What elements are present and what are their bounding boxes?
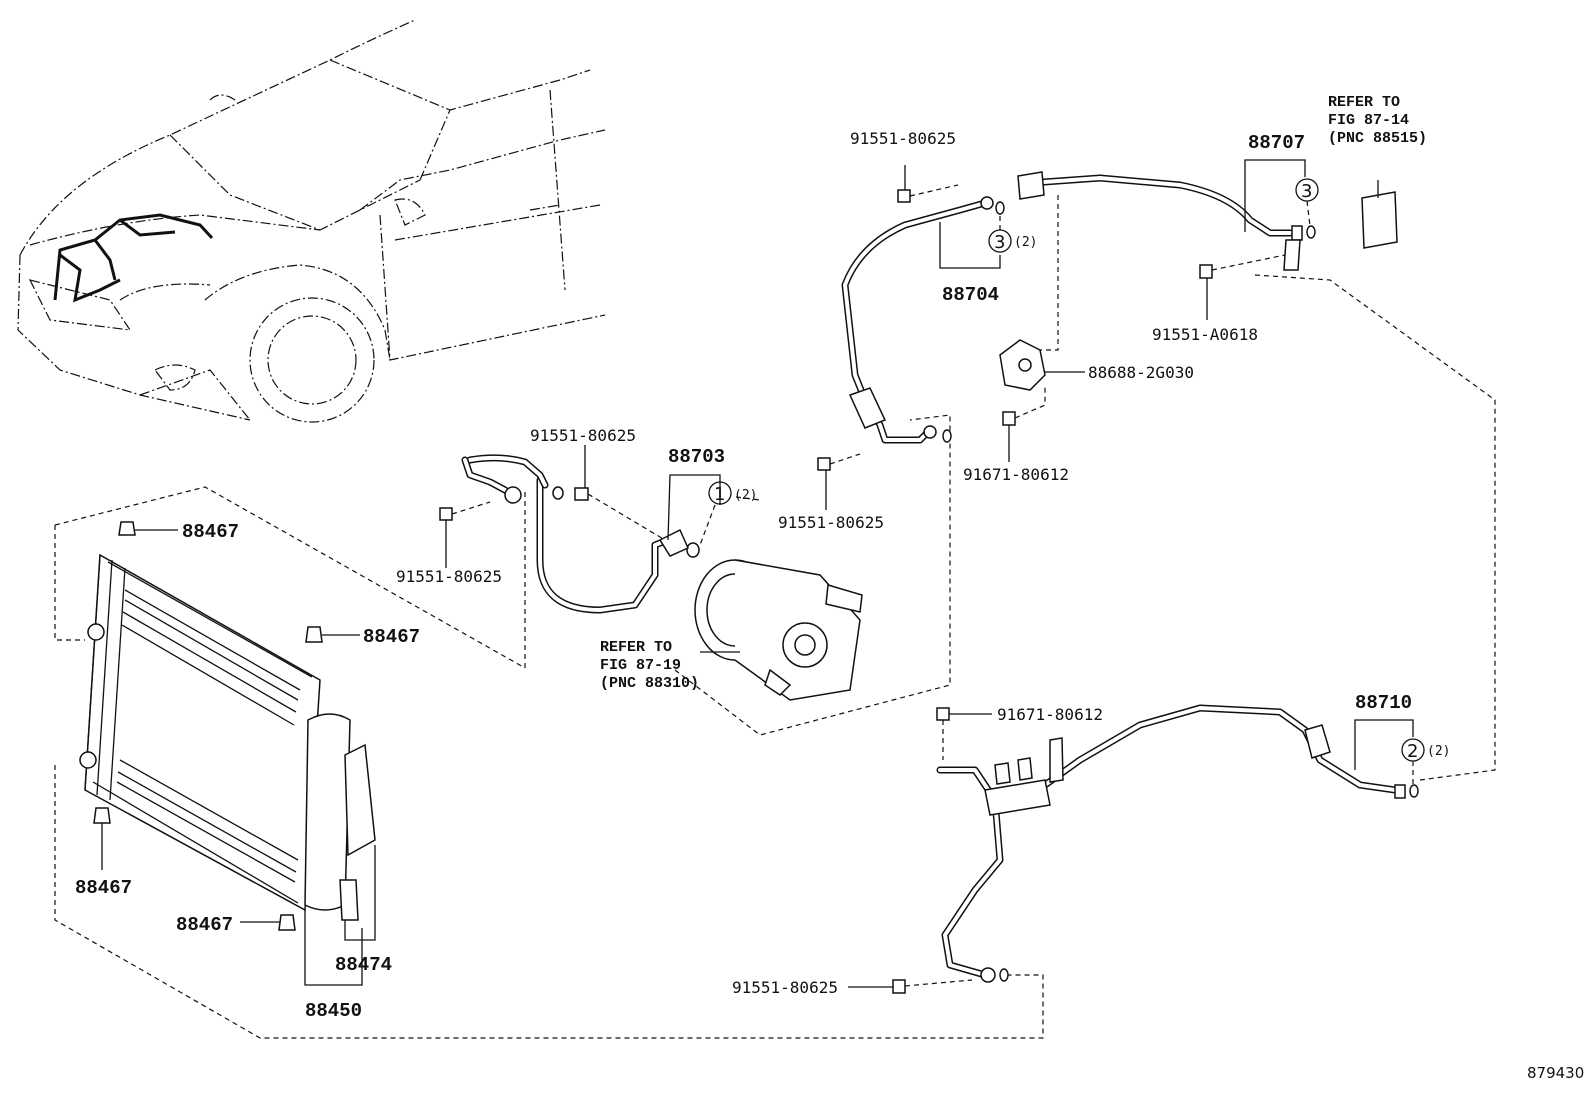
part-labels: 91551-80625 88704 88707 REFER TO FIG 87-…	[75, 94, 1584, 1082]
oring-2-callout: 2	[1407, 741, 1418, 762]
expansion-valve-icon	[1361, 191, 1398, 249]
bolt-a0618-label: 91551-A0618	[1152, 325, 1258, 344]
refer-88310-line3: (PNC 88310)	[600, 675, 699, 692]
receiver-tank	[304, 713, 376, 911]
cushion-bottom-label: 88467	[176, 914, 233, 936]
oring-3a-callout: 3	[994, 232, 1005, 253]
hose-88703-label: 88703	[668, 446, 725, 468]
bolt-88703-top-icon	[574, 487, 589, 501]
bracket-upper-left	[87, 623, 105, 641]
vehicle-outline	[17, 19, 606, 423]
discharge-hose-group	[439, 414, 951, 736]
refer-88515-line2: FIG 87-14	[1328, 112, 1409, 129]
bolt-80612-mid-icon	[936, 707, 950, 721]
suction-hose-group	[841, 165, 1005, 444]
pipe-88710-qty: (2)	[1427, 744, 1450, 759]
cushion-top-icon	[118, 521, 136, 536]
bolt-bottom-label: 91551-80625	[732, 978, 838, 997]
cushion-right-icon	[305, 626, 323, 643]
bolt-80612-mid-label: 91671-80612	[997, 705, 1103, 724]
refer-88515-line3: (PNC 88515)	[1328, 130, 1427, 147]
bolt-88703-left-label: 91551-80625	[396, 567, 502, 586]
bracket-2g030-label: 88688-2G030	[1088, 363, 1194, 382]
oring-3b-callout: 3	[1301, 181, 1312, 202]
hose-88704-label: 88704	[942, 284, 999, 306]
bracket-2g030-group	[999, 339, 1085, 462]
bracket-lower-left	[79, 751, 97, 769]
oring-1-callout: 1	[714, 484, 725, 505]
refer-88310-line2: FIG 87-19	[600, 657, 681, 674]
cushion-top-label: 88467	[182, 521, 239, 543]
condenser-core	[84, 553, 321, 912]
engine-harness	[53, 213, 214, 303]
condenser-group	[54, 486, 1044, 1039]
bolt-bottom-icon	[892, 979, 906, 994]
bolt-compressor-side-icon	[817, 457, 831, 471]
bolt-80612-top-icon	[1002, 411, 1016, 426]
bolt-compressor-side-label: 91551-80625	[778, 513, 884, 532]
bolt-88704-top-label: 91551-80625	[850, 129, 956, 148]
pipe-88710-group	[848, 704, 1419, 994]
pipe-88710-label: 88710	[1355, 692, 1412, 714]
cushion-bottom-icon	[278, 914, 296, 931]
compressor	[694, 559, 863, 701]
cushion-left-bottom-icon	[93, 807, 111, 824]
bolt-88704-top-icon	[897, 189, 911, 203]
cushion-left-bottom-label: 88467	[75, 877, 132, 899]
bolt-80612-top-label: 91671-80612	[963, 465, 1069, 484]
hose-88704-qty: (2)	[1014, 235, 1037, 250]
condenser-fins	[116, 589, 301, 883]
pipe-88707-group	[1017, 159, 1496, 781]
bolt-88703-top-label: 91551-80625	[530, 426, 636, 445]
pipe-88707-label: 88707	[1248, 132, 1305, 154]
refer-88515-line1: REFER TO	[1328, 94, 1400, 111]
refer-88310-line1: REFER TO	[600, 639, 672, 656]
bolt-88703-left-icon	[439, 507, 453, 521]
dryer-cartridge-icon	[339, 879, 359, 921]
condenser-88450-label: 88450	[305, 1000, 362, 1022]
figure-id: 879430	[1527, 1064, 1584, 1082]
hose-88703-qty: (2)	[734, 488, 757, 503]
cushion-right-label: 88467	[363, 626, 420, 648]
o-ring-callouts: 1 (2) 3 (2) 3 2 (2)	[699, 178, 1450, 785]
dryer-88474-label: 88474	[335, 954, 392, 976]
bolt-a0618-icon	[1199, 264, 1213, 279]
